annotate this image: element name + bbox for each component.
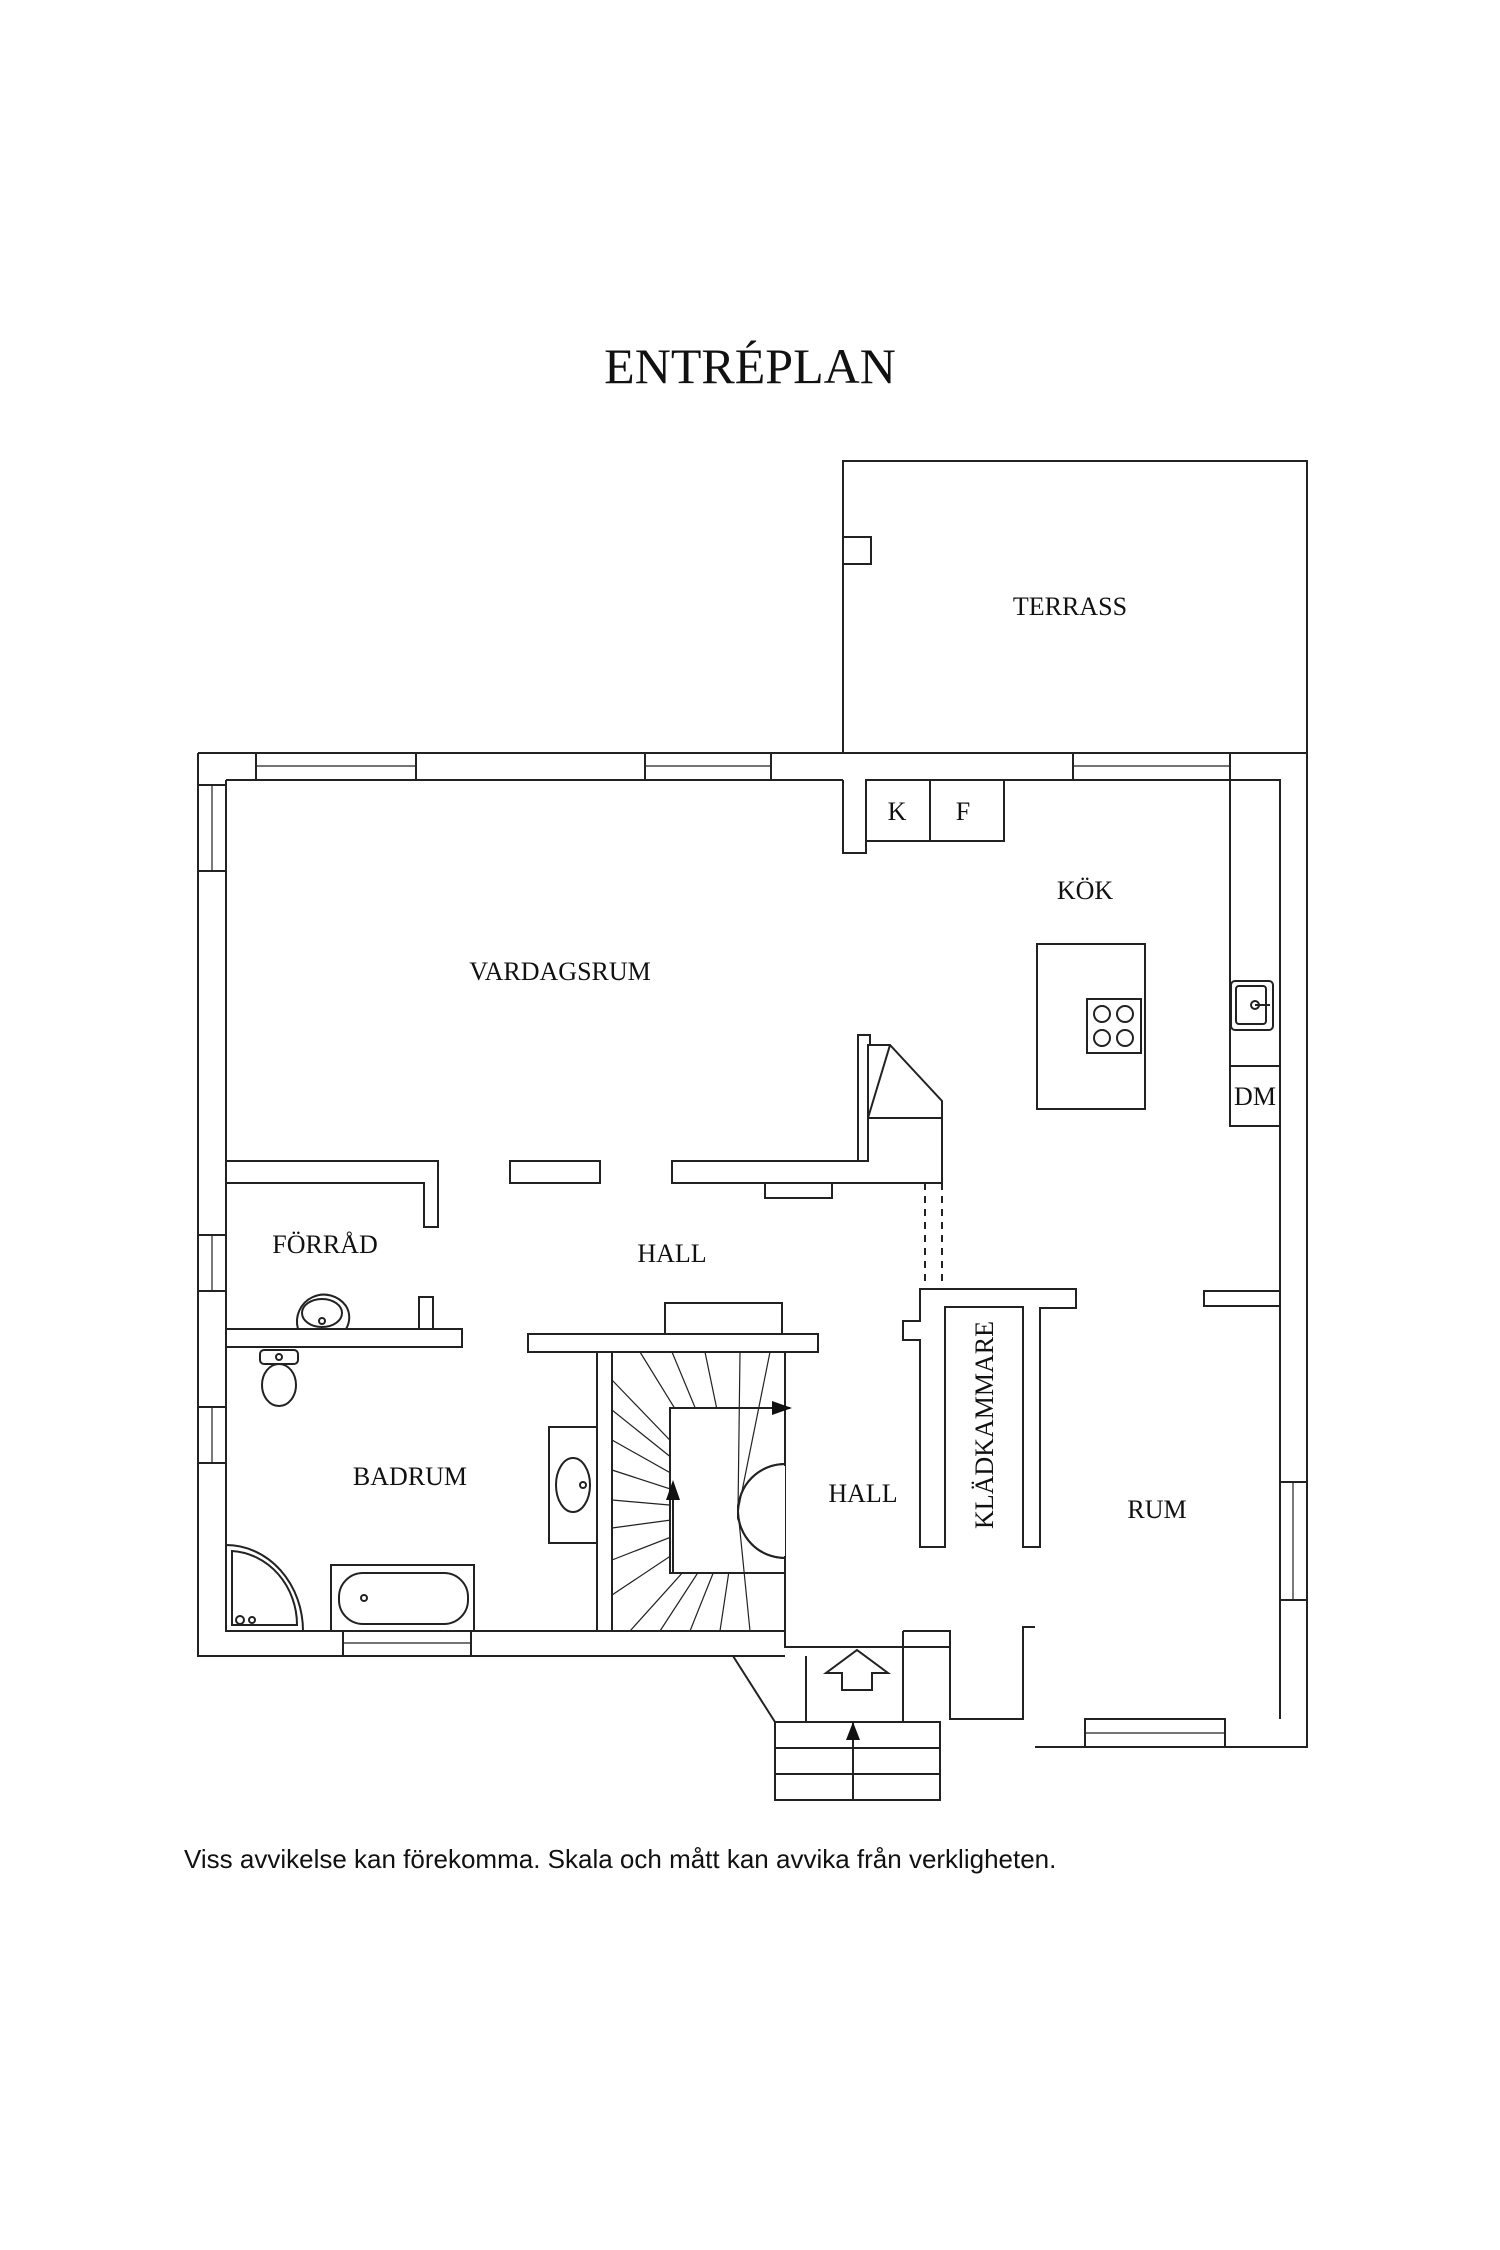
disclaimer-text: Viss avvikelse kan förekomma. Skala och … — [184, 1844, 1056, 1874]
stove-icon — [1086, 998, 1142, 1054]
label-forrad: FÖRRÅD — [272, 1230, 377, 1259]
shower-icon — [225, 1543, 305, 1632]
washbasin-icon — [548, 1426, 598, 1544]
interior-walls — [225, 785, 1281, 1720]
kitchen-sink-icon — [1230, 980, 1274, 1031]
label-hall-lower: HALL — [828, 1479, 897, 1508]
label-hall-upper: HALL — [637, 1239, 706, 1268]
entrance-steps — [732, 1647, 941, 1801]
label-fridge: K — [888, 797, 907, 826]
label-kok: KÖK — [1057, 876, 1114, 905]
staircase-icon — [611, 1351, 792, 1632]
label-terrass: TERRASS — [1013, 592, 1127, 621]
label-badrum: BADRUM — [353, 1462, 467, 1491]
entrance-arrow-icon — [822, 1648, 892, 1691]
windows — [197, 752, 1308, 1748]
label-freezer: F — [956, 797, 970, 826]
washbasin-icon — [295, 1293, 351, 1330]
label-kladkammare: KLÄDKAMMARE — [970, 1321, 999, 1529]
label-vardagsrum: VARDAGSRUM — [469, 957, 651, 986]
bathtub-icon — [330, 1564, 475, 1632]
label-rum: RUM — [1127, 1495, 1186, 1524]
kitchen-fixtures — [842, 779, 1281, 1291]
toilet-icon — [259, 1349, 299, 1407]
label-dishwasher: DM — [1234, 1082, 1276, 1111]
plan-title: ENTRÉPLAN — [604, 338, 896, 394]
